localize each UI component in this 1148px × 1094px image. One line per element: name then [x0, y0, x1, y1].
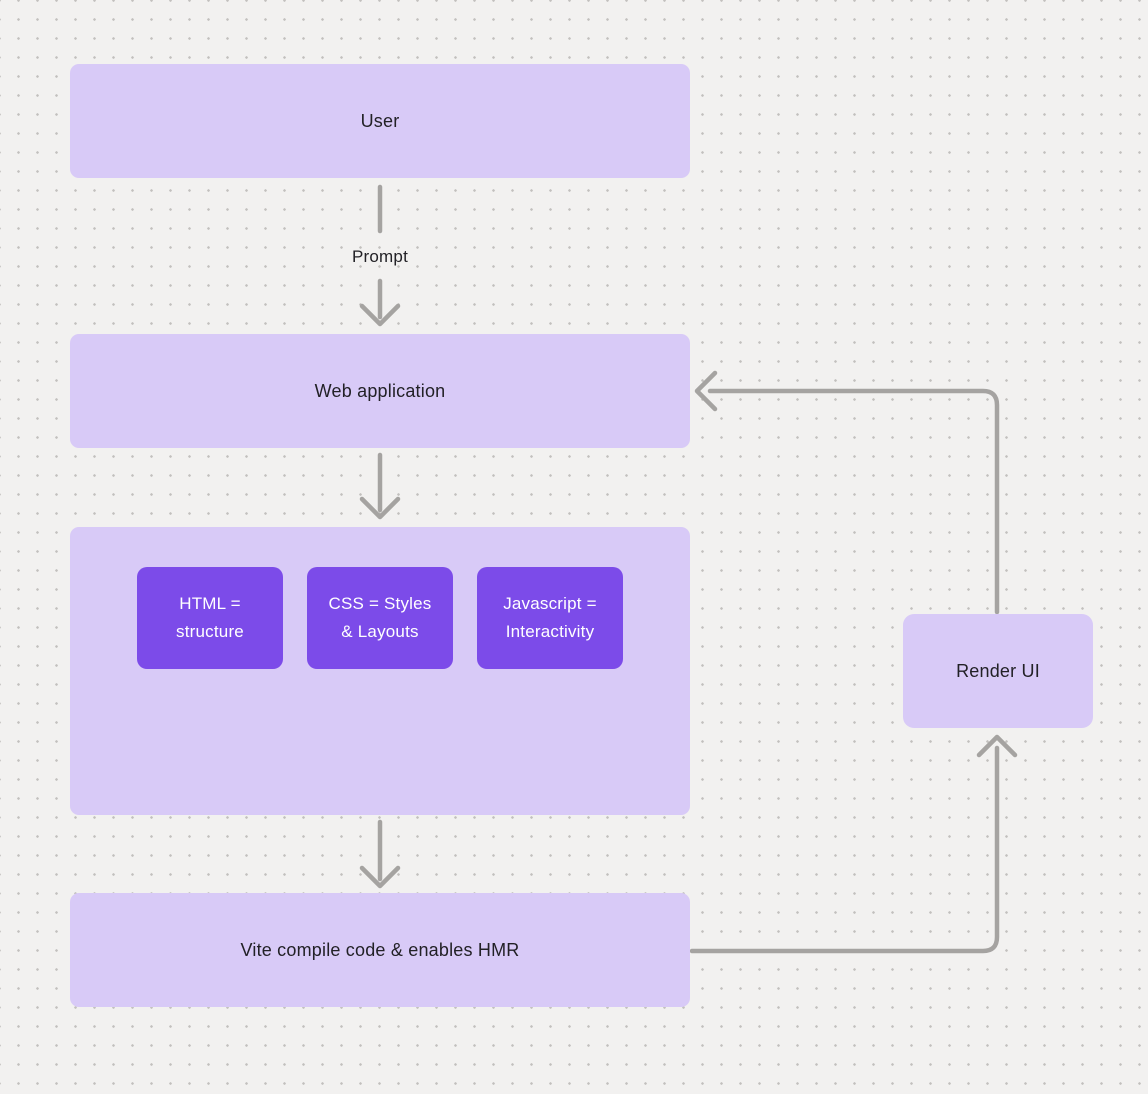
chip-css: CSS = Styles & Layouts	[307, 567, 453, 669]
node-render-ui-label: Render UI	[956, 660, 1040, 681]
node-vite: Vite compile code & enables HMR	[70, 893, 690, 1007]
arrow-render-to-webapp	[694, 370, 1000, 615]
node-user-label: User	[360, 110, 400, 131]
node-web-application: Web application	[70, 334, 690, 448]
arrow-vite-to-render	[689, 734, 1018, 954]
node-render-ui: Render UI	[903, 614, 1093, 728]
chip-html: HTML = structure	[137, 567, 283, 669]
node-web-application-label: Web application	[314, 380, 446, 401]
arrow-webapp-to-components	[359, 452, 401, 520]
chip-html-label: HTML = structure	[176, 594, 244, 641]
node-vite-label: Vite compile code & enables HMR	[240, 939, 520, 960]
chip-javascript: Javascript = Interactivity	[477, 567, 623, 669]
arrow-components-to-vite	[359, 819, 401, 889]
edge-label-prompt: Prompt	[352, 247, 408, 266]
node-components-group: HTML = structure CSS = Styles & Layouts …	[70, 527, 690, 815]
components-chip-row: HTML = structure CSS = Styles & Layouts …	[137, 567, 623, 669]
chip-javascript-label: Javascript = Interactivity	[503, 594, 597, 641]
chip-css-label: CSS = Styles & Layouts	[328, 594, 432, 641]
node-user: User	[70, 64, 690, 178]
